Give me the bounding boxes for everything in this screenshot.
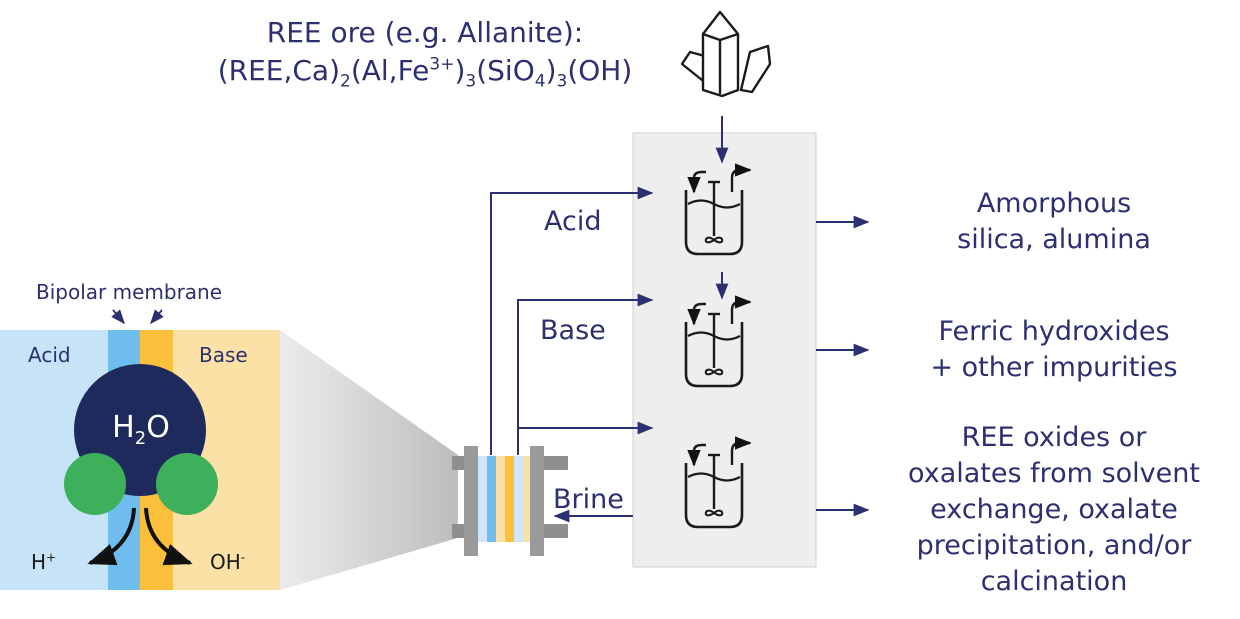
hydroxide-label: OH-: [210, 550, 245, 574]
proton-symbol: H: [31, 550, 47, 574]
base-line: [517, 293, 654, 455]
formula-part: ): [545, 54, 557, 87]
formula-subscript: 3: [556, 71, 568, 92]
membrane-pointer-right: [150, 309, 164, 325]
formula-subscript: 3: [465, 71, 477, 92]
output-line: exchange, oxalate: [930, 494, 1178, 525]
bipolar-membrane-label: Bipolar membrane: [36, 280, 223, 304]
output-silica-alumina: Amorphous silica, alumina: [878, 186, 1230, 258]
water-symbol-h: H: [112, 410, 135, 445]
hydroxide-charge: -: [240, 550, 246, 565]
proton-charge: +: [46, 550, 57, 565]
water-symbol-o: O: [146, 410, 170, 445]
hydrogen-atom-left: [64, 453, 126, 515]
formula-part: (REE,Ca): [217, 54, 340, 87]
acid-line: [490, 186, 654, 455]
output-line: Ferric hydroxides: [938, 316, 1170, 347]
output-line: oxalates from solvent: [908, 458, 1200, 489]
brine-stream-label: Brine: [553, 484, 624, 515]
formula-subscript: 2: [340, 71, 351, 92]
formula-part: (OH): [567, 54, 633, 87]
acid-stream-label: Acid: [544, 206, 602, 237]
ore-title: REE ore (e.g. Allanite):: [266, 16, 584, 49]
reactor-panel: [632, 132, 817, 568]
formula-part: (SiO: [476, 54, 535, 87]
output-line: calcination: [980, 566, 1128, 597]
output-line: REE oxides or: [961, 422, 1147, 453]
proton-arrow: [87, 507, 136, 566]
crystal-icon: [680, 10, 772, 98]
proton-label: H+: [31, 550, 56, 574]
hydroxide-symbol: OH: [210, 550, 241, 574]
base-stream-label: Base: [540, 315, 606, 346]
output-line: precipitation, and/or: [916, 530, 1192, 561]
zoom-funnel: [280, 330, 458, 590]
hydroxide-arrow: [144, 507, 193, 566]
water-label: H2O: [76, 410, 206, 449]
acid-compartment-label: Acid: [28, 343, 71, 367]
output-line: silica, alumina: [957, 224, 1151, 255]
ore-formula: (REE,Ca)2(Al,Fe3+)3(SiO4)3(OH): [0, 54, 850, 92]
formula-subscript: 4: [534, 71, 546, 92]
base-compartment-label: Base: [199, 343, 248, 367]
output-ferric-hydroxides: Ferric hydroxides + other impurities: [878, 314, 1230, 386]
water-subscript: 2: [134, 428, 147, 449]
formula-part: (Al,Fe: [350, 54, 430, 87]
formula-part: ): [454, 54, 466, 87]
hydrogen-atom-right: [156, 453, 218, 515]
electrodialysis-stack-icon: [452, 446, 568, 556]
output-line: + other impurities: [930, 352, 1178, 383]
membrane-pointer-left: [111, 309, 125, 325]
formula-superscript: 3+: [429, 54, 455, 75]
output-line: Amorphous: [976, 188, 1132, 219]
output-ree-oxides: REE oxides or oxalates from solvent exch…: [878, 420, 1230, 600]
